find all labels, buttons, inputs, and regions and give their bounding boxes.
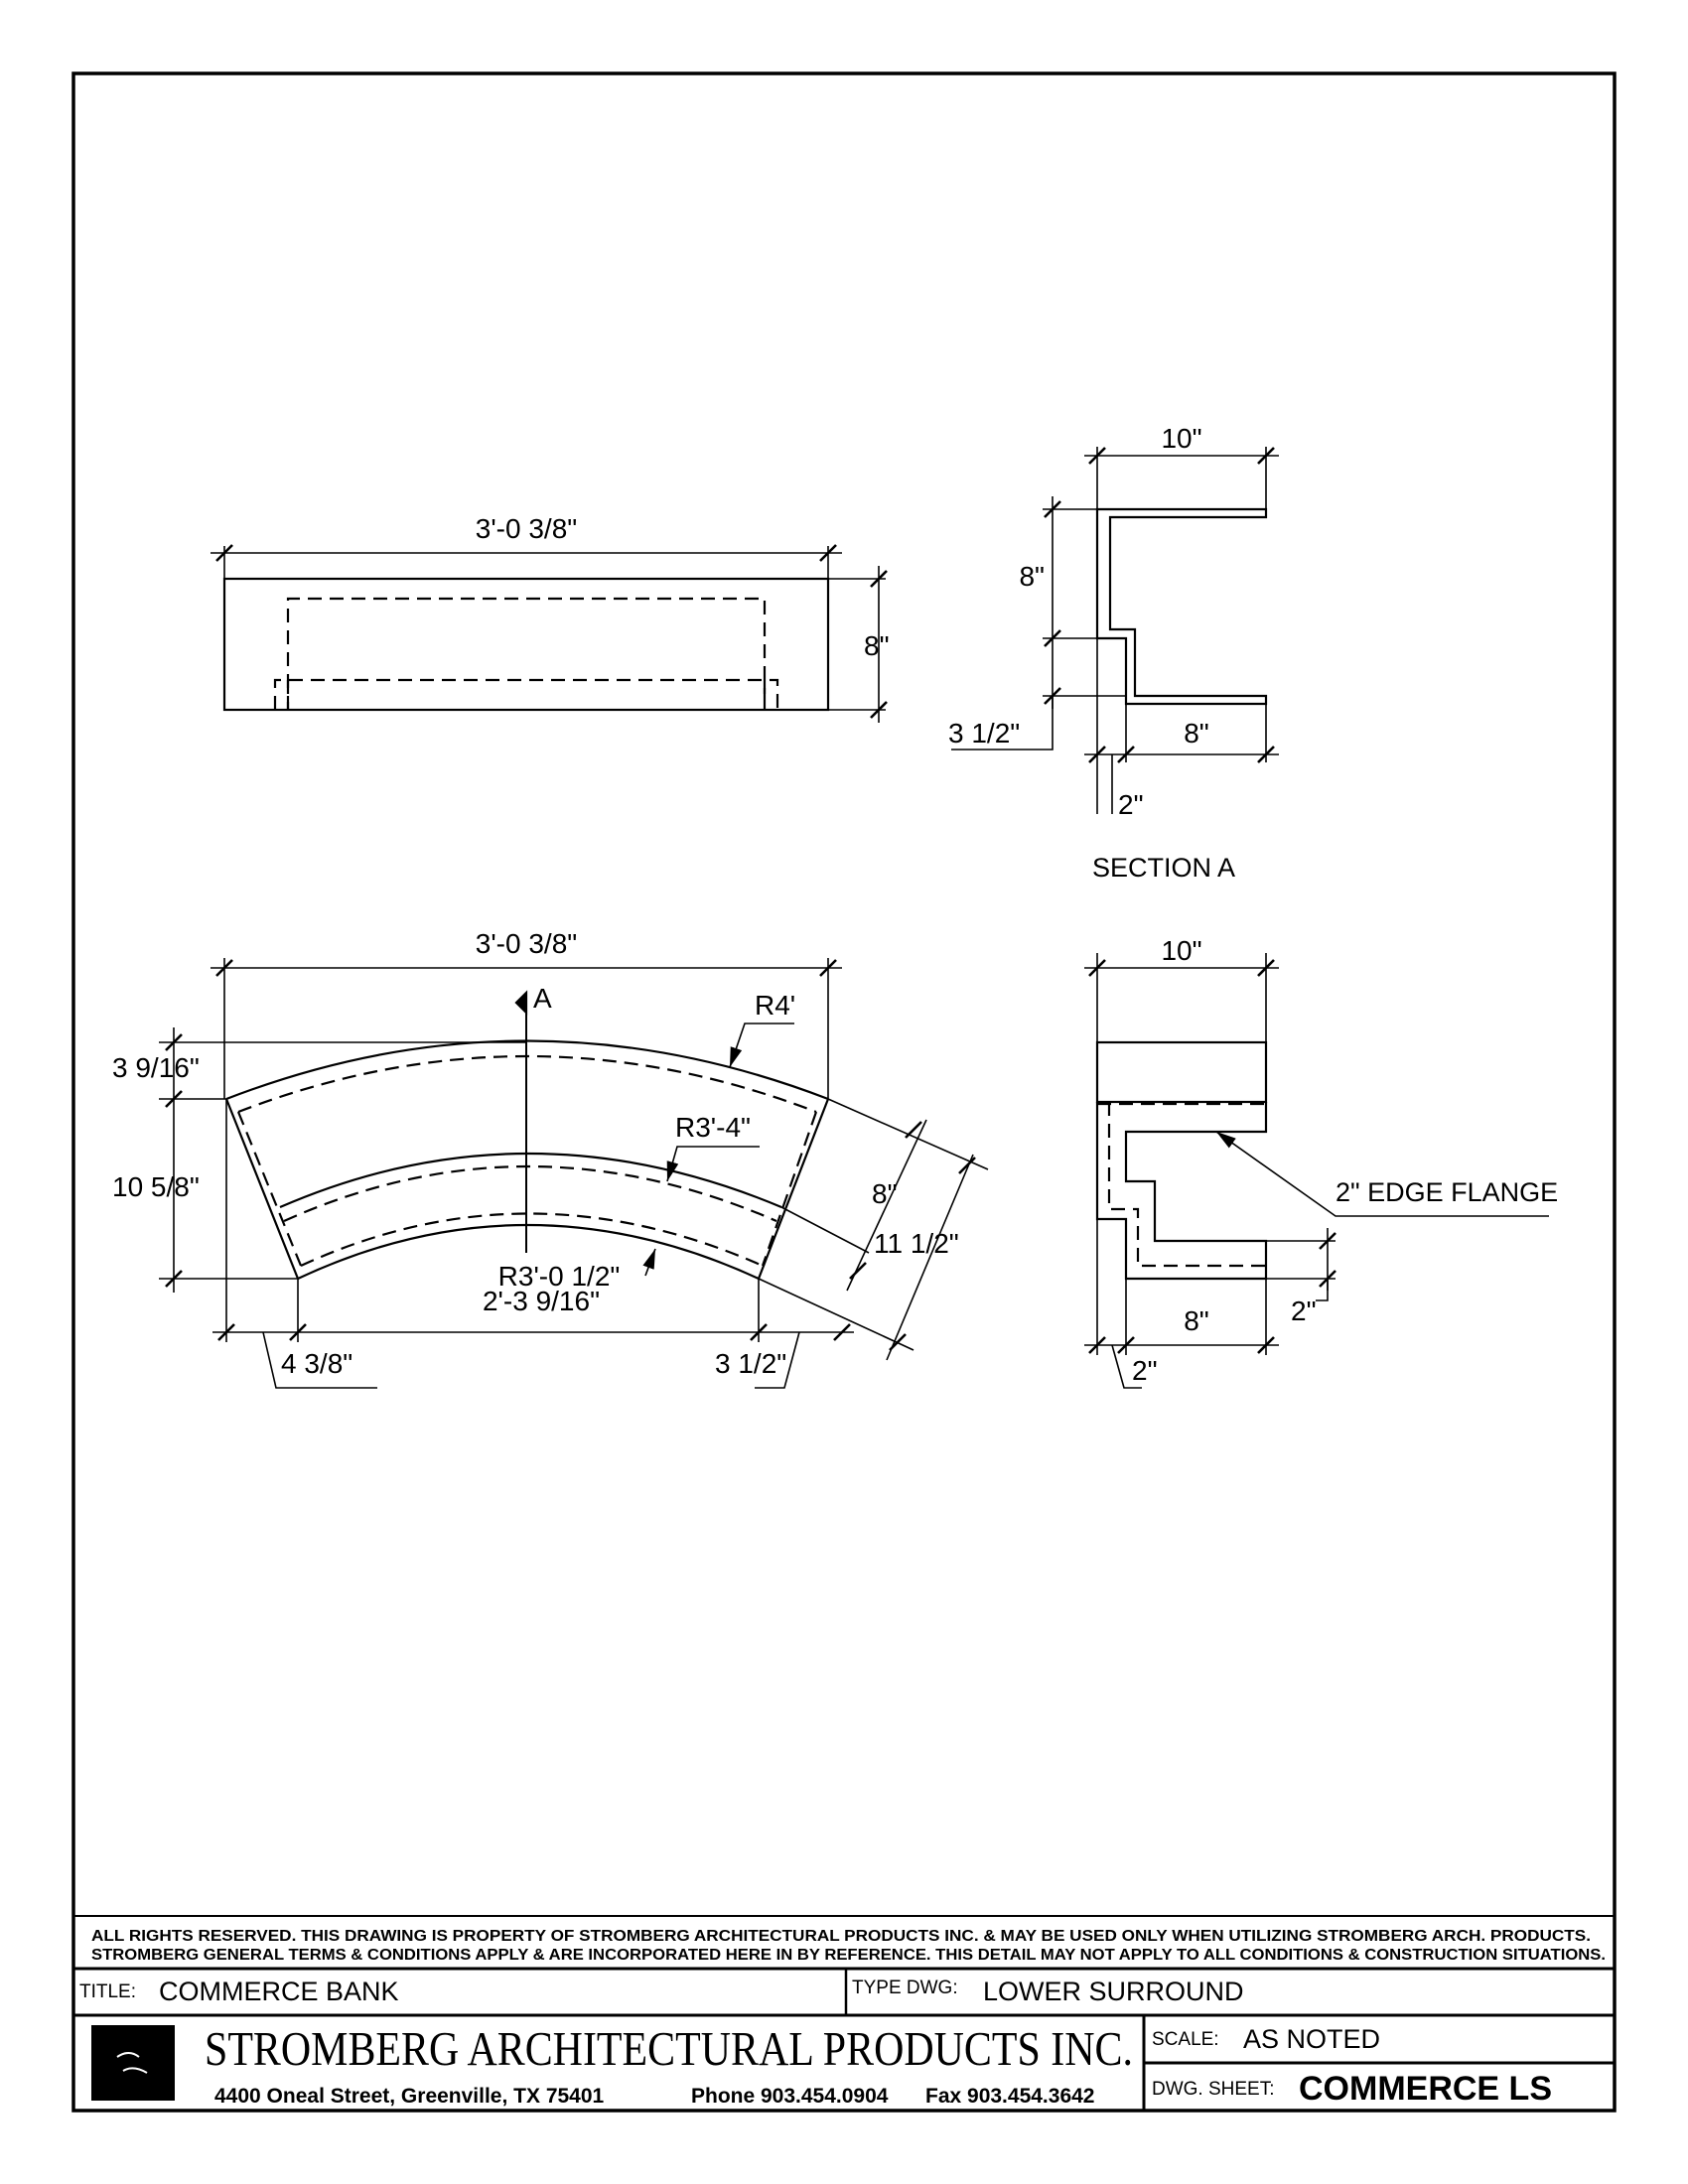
notice-line-1: ALL RIGHTS RESERVED. THIS DRAWING IS PRO… — [91, 1928, 1591, 1945]
plan-inner-radius-leader — [642, 1248, 656, 1277]
plan-rise-label: 3 9/16" — [112, 1052, 200, 1083]
plan-left-offset-leader — [262, 1331, 377, 1389]
end-view-bottom-left-label: 2" — [1132, 1355, 1158, 1386]
plan-outer-radius-label: R4' — [755, 990, 795, 1021]
end-view — [1084, 953, 1549, 1389]
plan-view — [159, 958, 989, 1389]
section-a-upper-label: 8" — [1019, 561, 1045, 592]
notice-line-2: STROMBERG GENERAL TERMS & CONDITIONS APP… — [91, 1947, 1606, 1964]
section-a-bottom-label: 8" — [1184, 718, 1209, 749]
elevation-width-label: 3'-0 3/8" — [476, 513, 577, 544]
plan-mid-radius-label: R3'-4" — [675, 1112, 751, 1143]
plan-middle-hidden-arc — [283, 1165, 777, 1223]
title-label: TITLE: — [79, 1981, 136, 2002]
plan-inner-hidden-arc — [300, 1212, 764, 1268]
type-dwg-label: TYPE DWG: — [852, 1978, 958, 1998]
plan-inner-arc — [297, 1224, 760, 1280]
plan-inner-radius-label: R3'-0 1/2" — [498, 1261, 621, 1292]
elevation-hidden-recess — [286, 597, 767, 710]
section-a-profile — [951, 447, 1279, 814]
section-a-title: SECTION A — [1092, 853, 1235, 883]
plan-left-offset-label: 4 3/8" — [281, 1348, 352, 1379]
end-view-callout-label: 2" EDGE FLANGE — [1336, 1177, 1558, 1207]
plan-right-offset-label: 3 1/2" — [715, 1348, 786, 1379]
end-view-right-label: 2" — [1291, 1296, 1317, 1326]
plan-width-label: 3'-0 3/8" — [476, 928, 577, 959]
end-view-hidden — [1097, 1102, 1266, 1268]
elevation-hidden-ledge — [273, 678, 779, 710]
dwg-sheet-label: DWG. SHEET: — [1152, 2079, 1275, 2100]
dwg-sheet-value: COMMERCE LS — [1299, 2070, 1552, 2108]
end-view-bottom-label: 8" — [1184, 1305, 1209, 1336]
plan-side-inner-dim-line — [846, 1119, 927, 1292]
end-view-callout-leader — [1215, 1131, 1549, 1217]
title-block — [73, 1915, 1615, 2111]
plan-depth-label: 10 5/8" — [112, 1171, 200, 1202]
sheet-border — [71, 71, 1617, 2113]
company-phone: Phone 903.454.0904 — [691, 2085, 889, 2108]
plan-side-outer-dim-line — [886, 1154, 974, 1361]
scale-label: SCALE: — [1152, 2029, 1219, 2050]
scale-value: AS NOTED — [1243, 2024, 1380, 2054]
plan-outer-radius-leader — [729, 1023, 794, 1068]
plan-side-outer-label: 11 1/2" — [874, 1228, 959, 1259]
end-view-top-label: 10" — [1161, 935, 1201, 966]
section-a-outline — [1097, 509, 1266, 759]
end-view-body — [1095, 1102, 1268, 1281]
plan-right-end — [757, 1098, 830, 1280]
plan-right-offset-leader — [755, 1331, 800, 1389]
section-a-lower-leader — [951, 696, 1054, 751]
company-address: 4400 Oneal Street, Greenville, TX 75401 — [214, 2085, 605, 2108]
end-view-cap — [1095, 1040, 1268, 1104]
elevation-outline — [222, 577, 830, 712]
company-name: STROMBERG ARCHITECTURAL PRODUCTS INC. — [205, 2021, 1133, 2076]
plan-section-marker-label: A — [533, 983, 552, 1014]
company-fax: Fax 903.454.3642 — [925, 2085, 1094, 2108]
section-a-top-label: 10" — [1161, 423, 1201, 454]
section-a-flange-label: 2" — [1118, 789, 1144, 820]
elevation-height-label: 8" — [864, 630, 890, 661]
plan-section-marker — [514, 990, 528, 1016]
plan-middle-arc — [279, 1152, 782, 1209]
plan-left-end — [224, 1098, 300, 1280]
plan-chord-label: 2'-3 9/16" — [483, 1286, 600, 1316]
plan-side-inner-label: 8" — [872, 1178, 898, 1209]
title-value: COMMERCE BANK — [159, 1977, 399, 2006]
company-logo — [91, 2025, 175, 2101]
type-dwg-value: LOWER SURROUND — [983, 1977, 1244, 2006]
plan-mid-radius-leader — [666, 1146, 760, 1182]
elevation-view — [211, 544, 888, 723]
section-a-lower-label: 3 1/2" — [948, 718, 1020, 749]
end-view-bottom-leader — [1111, 1344, 1142, 1389]
company-logo-mark — [116, 2052, 148, 2074]
